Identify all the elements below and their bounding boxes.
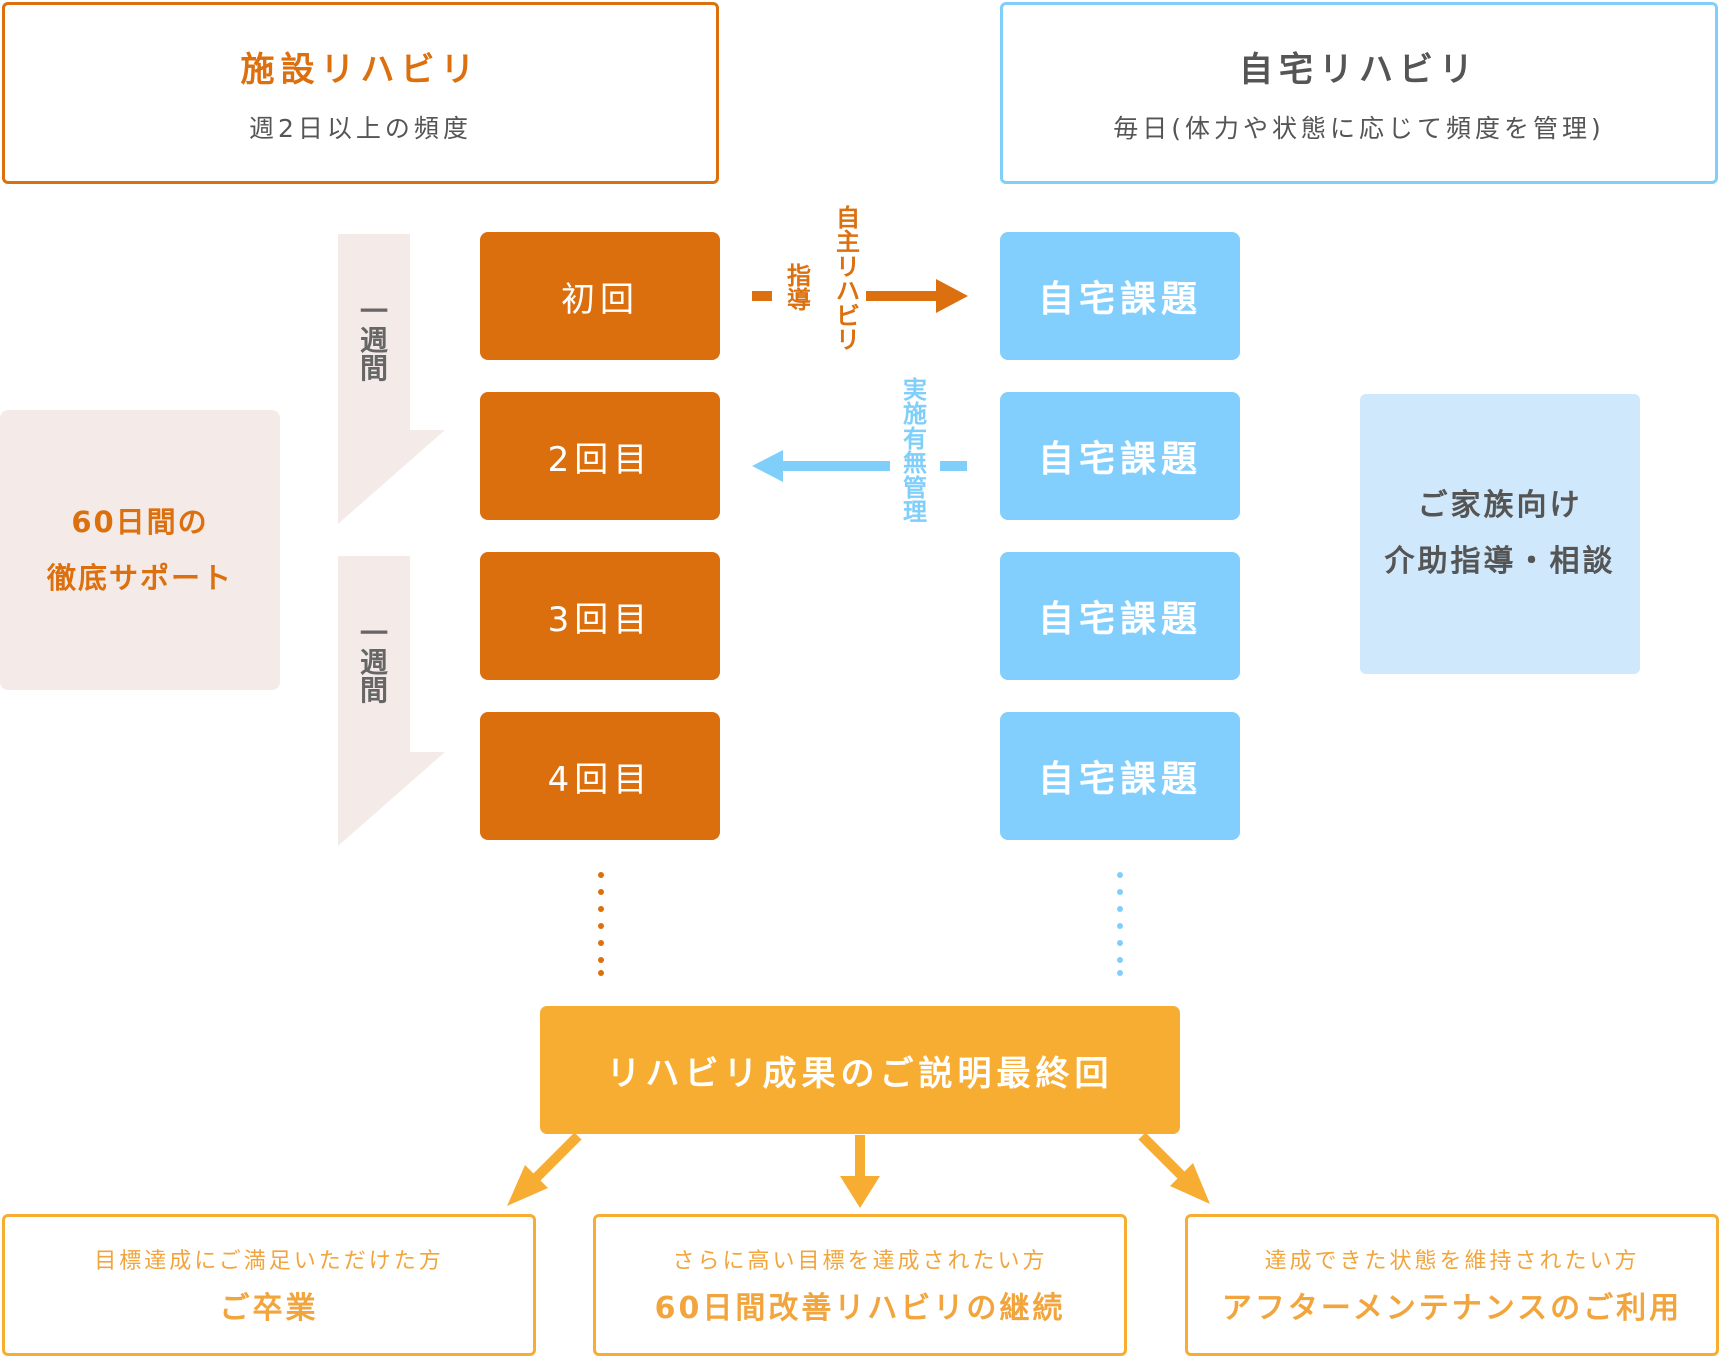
management-char: 施 <box>903 400 927 429</box>
guidance-char: リ <box>836 326 860 355</box>
family-line-2: 介助指導・相談 <box>1384 544 1616 579</box>
home-rehab-title: 自宅リハビリ <box>1239 49 1479 90</box>
guidance-arrow-head <box>936 279 968 313</box>
home-task-1: 自宅課題 <box>1000 232 1240 360</box>
guidance-char: リ <box>836 252 860 281</box>
week-label-char: 週 <box>359 645 388 679</box>
outcome-maintenance: 達成できた状態を維持されたい方 アフターメンテナンスのご利用 <box>1185 1214 1719 1356</box>
guidance-char: 導 <box>787 286 811 315</box>
outcome-graduation: 目標達成にご満足いただけた方 ご卒業 <box>2 1214 536 1356</box>
outcome-maintenance-main: アフターメンテナンスのご利用 <box>1221 1291 1683 1326</box>
guidance-char: 自 <box>836 204 860 232</box>
family-line-1: ご家族向け <box>1417 488 1583 523</box>
support-line-2: 徹底サポート <box>46 561 233 595</box>
facility-rehab-header: 施設リハビリ 週2日以上の頻度 <box>2 2 719 184</box>
session-fourth: 4回目 <box>480 712 720 840</box>
management-arrow-dash <box>940 461 967 471</box>
outcome-continuation: さらに高い目標を達成されたい方 60日間改善リハビリの継続 <box>593 1214 1127 1356</box>
facility-rehab-subtitle: 週2日以上の頻度 <box>249 113 472 143</box>
final-session-box: リハビリ成果のご説明最終回 <box>540 1006 1180 1134</box>
home-rehab-subtitle: 毎日(体力や状態に応じて頻度を管理) <box>1113 113 1605 143</box>
guidance-arrow-shaft <box>866 291 938 301</box>
management-char: 有 <box>903 424 927 453</box>
guidance-label-right: 自 主 リ ハ ビ リ <box>833 206 863 353</box>
facility-rehab-title: 施設リハビリ <box>240 49 481 90</box>
guidance-arrow-dash <box>752 291 772 301</box>
dotted-line-home <box>1117 872 1123 976</box>
home-task-2: 自宅課題 <box>1000 392 1240 520</box>
week-label-char: 一 <box>359 295 388 328</box>
outcome-graduation-main: ご卒業 <box>219 1291 319 1326</box>
outcome-arrow-center <box>840 1135 880 1208</box>
management-arrow-head-2 <box>752 450 783 482</box>
week-chevron-2 <box>338 556 445 846</box>
week-chevron-1 <box>338 234 445 524</box>
session-third: 3回目 <box>480 552 720 680</box>
management-char: 実 <box>903 376 927 404</box>
outcome-arrow-right <box>1138 1132 1210 1204</box>
session-first: 初回 <box>480 232 720 360</box>
home-rehab-header: 自宅リハビリ 毎日(体力や状態に応じて頻度を管理) <box>1000 2 1718 184</box>
management-char: 無 <box>903 449 927 478</box>
guidance-char: ハ <box>836 277 860 306</box>
management-char: 管 <box>903 473 927 502</box>
week-label-1: 一 週 間 <box>358 295 390 386</box>
home-task-3: 自宅課題 <box>1000 552 1240 680</box>
management-char: 理 <box>903 498 927 527</box>
week-label-char: 間 <box>359 352 388 386</box>
family-support-box: ご家族向け 介助指導・相談 <box>1360 394 1640 674</box>
week-label-char: 週 <box>359 323 388 357</box>
session-second: 2回目 <box>480 392 720 520</box>
dotted-line-facility <box>598 872 604 976</box>
management-label: 実 施 有 無 管 理 <box>900 378 930 525</box>
outcome-arrow-left <box>507 1132 582 1206</box>
guidance-char: 指 <box>787 262 811 290</box>
guidance-char: 主 <box>836 228 860 257</box>
management-arrow-shaft <box>782 461 890 471</box>
support-line-1: 60日間の <box>71 505 209 539</box>
support-box: 60日間の 徹底サポート <box>0 410 280 690</box>
guidance-label-left: 指 導 <box>784 264 814 313</box>
week-label-char: 間 <box>359 674 388 708</box>
week-label-2: 一 週 間 <box>358 617 390 708</box>
outcome-continuation-main: 60日間改善リハビリの継続 <box>654 1291 1066 1326</box>
home-task-4: 自宅課題 <box>1000 712 1240 840</box>
guidance-char: ビ <box>836 301 860 330</box>
outcome-continuation-sub: さらに高い目標を達成されたい方 <box>672 1249 1048 1274</box>
week-label-char: 一 <box>359 617 388 650</box>
outcome-graduation-sub: 目標達成にご満足いただけた方 <box>94 1249 444 1274</box>
outcome-maintenance-sub: 達成できた状態を維持されたい方 <box>1264 1249 1640 1274</box>
